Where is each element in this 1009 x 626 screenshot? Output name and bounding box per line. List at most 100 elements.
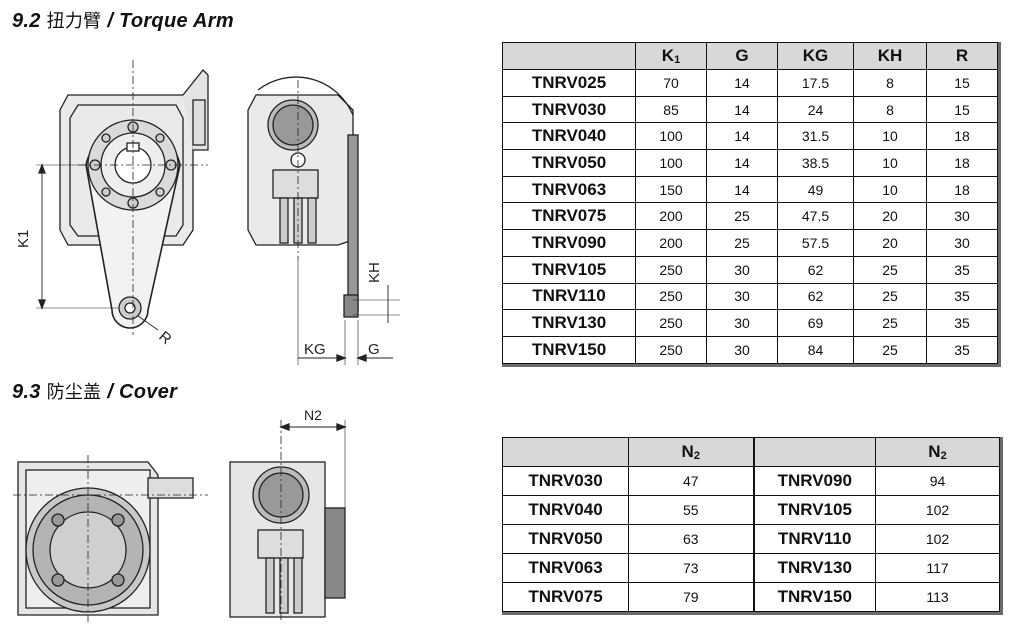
value-cell: 84 [777,335,854,364]
dim-label-k1: K1 [15,230,32,248]
model-cell: TNRV150 [502,335,636,364]
model-cell: TNRV110 [752,524,876,554]
value-cell: 30 [926,229,998,257]
model-cell: TNRV050 [502,524,629,554]
value-cell: 10 [853,149,927,177]
value-cell: 25 [853,282,927,311]
value-cell: 8 [853,95,927,124]
value-cell: 117 [875,553,1000,583]
value-cell: 47 [628,466,754,496]
model-cell: TNRV105 [752,495,876,525]
value-cell: 17.5 [777,69,854,97]
header-r: R [926,42,998,70]
value-cell: 35 [926,282,998,311]
value-cell: 62 [777,282,854,311]
value-cell: 102 [875,495,1000,525]
value-cell: 25 [706,202,778,231]
value-cell: 24 [777,95,854,124]
section-title-torque-arm: 9.2 扭力臂 / Torque Arm [12,7,234,33]
value-cell: 18 [926,122,998,151]
value-cell: 38.5 [777,149,854,177]
model-cell: TNRV110 [502,282,636,311]
value-cell: 250 [635,255,707,284]
value-cell: 30 [706,335,778,364]
value-cell: 15 [926,95,998,124]
value-cell: 113 [875,582,1000,612]
section-number: 9.2 [12,10,41,32]
value-cell: 25 [853,309,927,337]
value-cell: 73 [628,553,754,583]
value-cell: 14 [706,149,778,177]
dim-label-kh: KH [366,262,383,283]
model-cell: TNRV063 [502,175,636,204]
value-cell: 250 [635,282,707,311]
value-cell: 35 [926,335,998,364]
header-kh: KH [853,42,927,70]
model-cell: TNRV105 [502,255,636,284]
value-cell: 150 [635,175,707,204]
header-n2-right: N2 [875,437,1000,467]
title-separator: / [107,381,114,403]
header-model-left [502,437,629,467]
value-cell: 79 [628,582,754,612]
header-model [502,42,636,70]
value-cell: 14 [706,95,778,124]
section-title-en: Torque Arm [119,10,234,32]
value-cell: 18 [926,175,998,204]
model-cell: TNRV063 [502,553,629,583]
value-cell: 100 [635,149,707,177]
value-cell: 25 [853,335,927,364]
section-title-cn: 防尘盖 [46,382,102,403]
section-title-cover: 9.3 防尘盖 / Cover [12,378,177,404]
value-cell: 30 [706,309,778,337]
value-cell: 94 [875,466,1000,496]
value-cell: 70 [635,69,707,97]
value-cell: 10 [853,175,927,204]
cover-drawing: N2 [13,407,347,622]
dim-label-kg: KG [304,341,326,358]
model-cell: TNRV075 [502,582,629,612]
model-cell: TNRV050 [502,149,636,177]
model-cell: TNRV150 [752,582,876,612]
value-cell: 14 [706,175,778,204]
section-title-en: Cover [119,381,178,403]
model-cell: TNRV075 [502,202,636,231]
model-cell: TNRV030 [502,466,629,496]
value-cell: 14 [706,69,778,97]
header-k1: K1 [635,42,707,70]
value-cell: 18 [926,149,998,177]
header-model-right [752,437,876,467]
table-header-row: N2 N2 [502,437,1000,467]
value-cell: 57.5 [777,229,854,257]
value-cell: 10 [853,122,927,151]
dim-label-g: G [368,341,380,358]
dim-label-n2: N2 [304,407,322,423]
value-cell: 250 [635,309,707,337]
model-cell: TNRV030 [502,95,636,124]
model-cell: TNRV130 [502,309,636,337]
model-cell: TNRV040 [502,495,629,525]
header-n2-left: N2 [628,437,754,467]
section-title-cn: 扭力臂 [46,11,102,32]
value-cell: 69 [777,309,854,337]
model-cell: TNRV025 [502,69,636,97]
value-cell: 250 [635,335,707,364]
